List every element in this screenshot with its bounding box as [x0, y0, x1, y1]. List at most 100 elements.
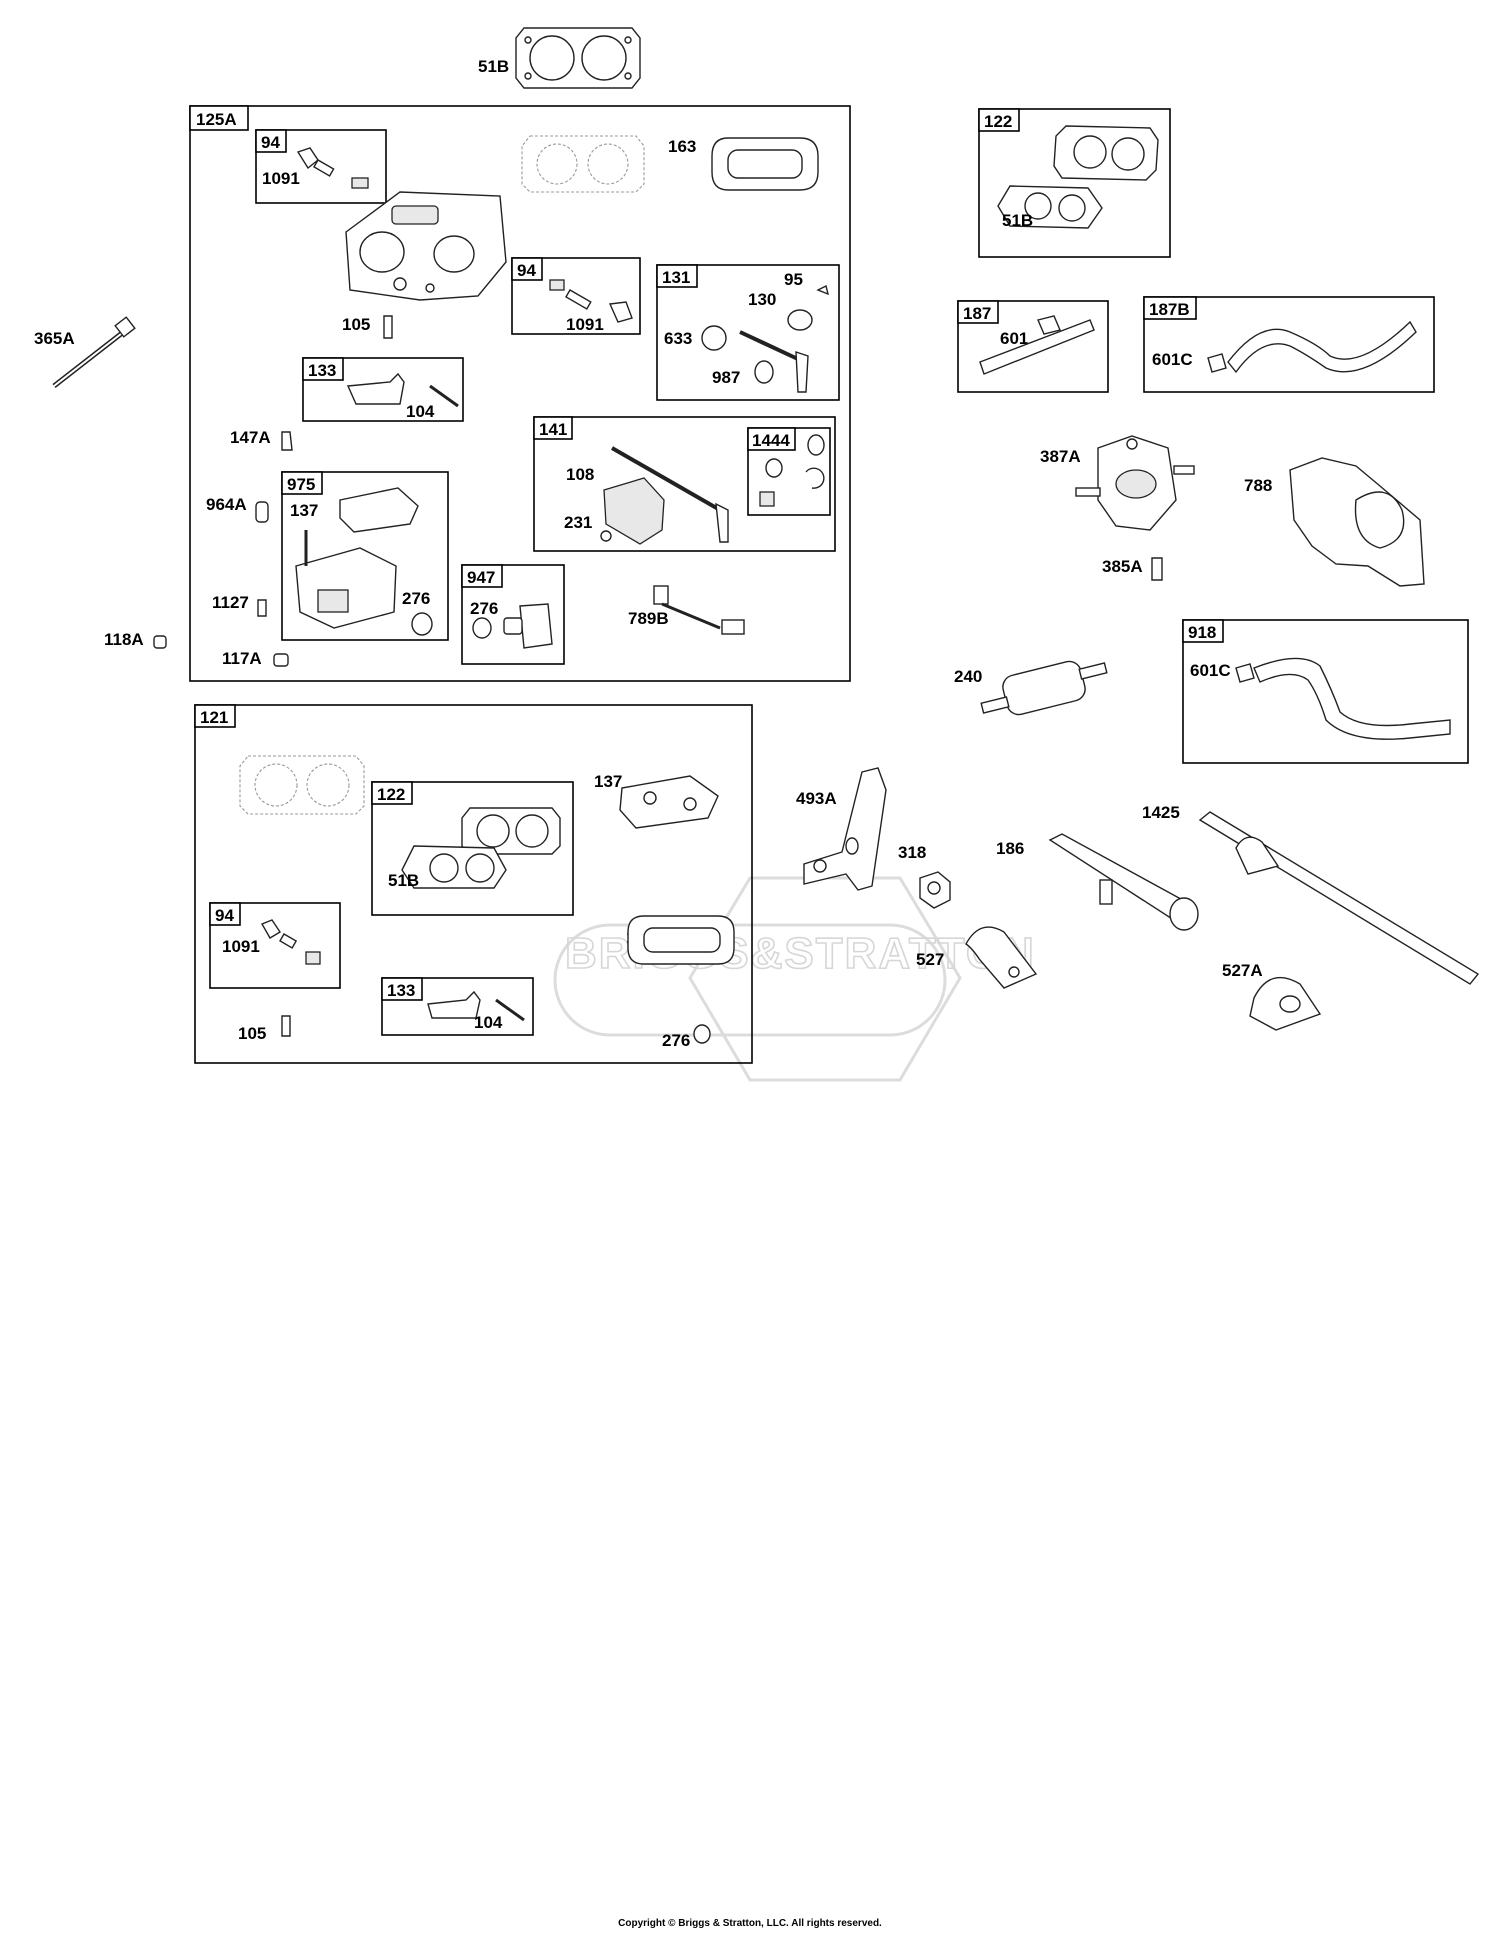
- bracket-788: [1289, 457, 1425, 587]
- fuel-pump-387a: [1075, 435, 1195, 531]
- solenoid-947: [472, 603, 553, 649]
- float-bowl-975: [295, 487, 419, 629]
- label-385a: 385A: [1102, 557, 1143, 576]
- float-133a: [346, 372, 459, 408]
- spring-kit-1444: [759, 434, 825, 507]
- label-231: 231: [564, 513, 592, 532]
- label-1091-b: 1091: [566, 315, 604, 334]
- screw-385a: [1151, 557, 1163, 581]
- needle-valve-94b: [549, 279, 633, 323]
- label-1091-c: 1091: [222, 937, 260, 956]
- float-133b: [427, 990, 525, 1022]
- tag-187: 187: [963, 304, 991, 323]
- group-187b: 187B 601C: [1143, 296, 1435, 393]
- label-1127: 1127: [212, 593, 249, 612]
- label-493a: 493A: [796, 789, 837, 808]
- label-601c-a: 601C: [1152, 350, 1193, 369]
- gasket-163: [711, 137, 819, 191]
- screw-117a: [273, 653, 289, 667]
- label-240: 240: [954, 667, 982, 686]
- plug-118a: [153, 635, 167, 649]
- tag-1444: 1444: [752, 431, 790, 450]
- tag-94-b: 94: [517, 261, 536, 280]
- jet-105-a: [383, 315, 393, 339]
- tag-187b: 187B: [1149, 300, 1190, 319]
- label-365a: 365A: [34, 329, 75, 348]
- group-918: 918 601C: [1182, 619, 1469, 764]
- throttle-shaft-assembly: [600, 446, 729, 545]
- label-95: 95: [784, 270, 803, 289]
- tag-947: 947: [467, 568, 495, 587]
- label-318: 318: [898, 843, 926, 862]
- label-137-a: 137: [290, 501, 318, 520]
- choke-shaft-assembly: [701, 284, 830, 393]
- tag-975: 975: [287, 475, 315, 494]
- label-1091-a: 1091: [262, 169, 300, 188]
- gasket-kit-122a: [401, 807, 561, 889]
- clip-527a: [1249, 976, 1322, 1031]
- tag-141: 141: [539, 420, 567, 439]
- label-163-a: 163: [668, 137, 696, 156]
- label-276-c: 276: [662, 1031, 690, 1050]
- tube-1425: [1198, 811, 1480, 985]
- label-527: 527: [916, 950, 944, 969]
- label-105-b: 105: [238, 1024, 266, 1043]
- label-987: 987: [712, 368, 740, 387]
- bracket-493a: [803, 767, 887, 891]
- gasket-137-b: [619, 775, 719, 829]
- tag-122-b: 122: [984, 112, 1012, 131]
- label-601c-b: 601C: [1190, 661, 1231, 680]
- tag-94-c: 94: [215, 906, 234, 925]
- label-789b: 789B: [628, 609, 669, 628]
- tag-131: 131: [662, 268, 690, 287]
- group-125a: 125A 163 94 1091: [189, 105, 851, 682]
- label-104-a: 104: [406, 402, 435, 421]
- jet-105-b: [281, 1015, 291, 1037]
- label-387a: 387A: [1040, 447, 1081, 466]
- label-108: 108: [566, 465, 594, 484]
- label-186: 186: [996, 839, 1024, 858]
- group-122-right: 122 51B: [978, 108, 1171, 258]
- label-130: 130: [748, 290, 776, 309]
- group-121: 121 122 51B 137 94 1091: [194, 704, 753, 1064]
- label-788: 788: [1244, 476, 1272, 495]
- part-964a: [255, 501, 269, 523]
- carburetor-body: [345, 191, 507, 301]
- fuel-filter-240: [980, 660, 1108, 716]
- nut-318: [919, 871, 951, 909]
- bolt-365a: [52, 316, 136, 388]
- label-276-a: 276: [402, 589, 430, 608]
- ghost-gasket-51b: [521, 135, 645, 193]
- tag-133-b: 133: [387, 981, 415, 1000]
- tag-125a: 125A: [196, 110, 237, 129]
- group-187: 187 601: [957, 300, 1109, 393]
- label-601: 601: [1000, 329, 1028, 348]
- tag-918: 918: [1188, 623, 1216, 642]
- label-118a: 118A: [104, 630, 144, 649]
- label-51b-top: 51B: [478, 57, 509, 76]
- label-105-a: 105: [342, 315, 370, 334]
- label-964a: 964A: [206, 495, 247, 514]
- o-ring-276-c: [693, 1024, 711, 1044]
- clip-527: [965, 926, 1038, 989]
- label-51b-right: 51B: [1002, 211, 1033, 230]
- label-117a: 117A: [222, 649, 262, 668]
- o-ring-276-a: [411, 612, 433, 636]
- needle-valve-94c: [260, 919, 321, 965]
- label-147a: 147A: [230, 428, 271, 447]
- tag-122-a: 122: [377, 785, 405, 804]
- copyright-notice: Copyright © Briggs & Stratton, LLC. All …: [618, 1918, 882, 1929]
- screw-147a: [281, 431, 293, 451]
- gasket-163-b: [627, 915, 735, 965]
- harness-789b: [653, 585, 745, 635]
- label-137-b: 137: [594, 772, 622, 791]
- label-1425: 1425: [1142, 803, 1180, 822]
- needle-valve-94a: [296, 147, 369, 189]
- tag-94-a: 94: [261, 133, 280, 152]
- briggs-stratton-watermark: BRIGGS&STRATTON: [553, 876, 1035, 1082]
- fuel-tube-186: [1048, 833, 1199, 931]
- label-276-b: 276: [470, 599, 498, 618]
- label-104-b: 104: [474, 1013, 503, 1032]
- screw-1127: [257, 599, 267, 617]
